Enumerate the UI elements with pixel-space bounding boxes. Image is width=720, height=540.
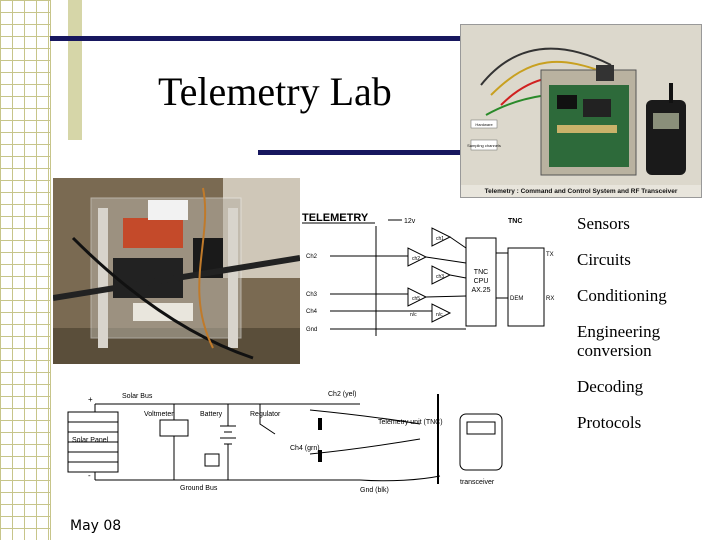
power-bus-schematic-art: Solar Bus Ground Bus Voltmeter Battery R… [67, 391, 503, 494]
topic-circuits: Circuits [577, 250, 631, 269]
label-gnd: Gnd (blk) [360, 487, 389, 494]
label-voltmeter: Voltmeter [144, 411, 174, 418]
grid-edge-line [50, 0, 51, 540]
telemetry-schematic-art: TELEMETRY 12v TNC TNC CPU AX.25 TX RX DE… [302, 212, 554, 336]
photo-label-hardware: Hardware [475, 122, 493, 127]
channel-ch3: Ch3 [306, 292, 318, 298]
transceiver-photo-art: Hardware Sampling channels [461, 25, 701, 185]
slide-footer-date: May 08 [70, 518, 122, 534]
tnc-box-line2: CPU [474, 278, 489, 285]
topic-protocols: Protocols [577, 413, 642, 432]
power-bus-schematic: Solar Bus Ground Bus Voltmeter Battery R… [60, 384, 520, 494]
channel-gnd: Gnd [306, 327, 317, 333]
amp-label-1: ch1 [436, 236, 444, 242]
label-ground-bus: Ground Bus [180, 485, 218, 492]
title-rule-top [50, 36, 470, 41]
telemetry-schematic: TELEMETRY 12v TNC TNC CPU AX.25 TX RX DE… [300, 208, 562, 340]
amp-label-6: n/c [436, 312, 443, 318]
label-plus: + [88, 395, 93, 404]
topic-engineering-conversion: Engineering conversion [577, 322, 661, 360]
label-transceiver: transceiver [460, 479, 495, 486]
amp-label-2: ch2 [412, 256, 420, 262]
hardware-stack-photo [53, 178, 300, 364]
tnc-box-line3: AX.25 [471, 287, 490, 294]
transceiver-photo: Hardware Sampling channels Telemetry : C… [460, 24, 702, 198]
olive-accent-bar [68, 0, 82, 140]
topic-decoding: Decoding [577, 377, 644, 396]
decorative-grid [0, 0, 50, 540]
hardware-stack-art [53, 178, 300, 364]
schematic-tnc-label: TNC [508, 218, 522, 225]
port-tx: TX [546, 252, 554, 258]
schematic-voltage: 12v [404, 218, 416, 225]
label-ch2: Ch2 (yel) [328, 391, 356, 398]
amp-label-5: n/c [410, 312, 417, 318]
topic-conditioning: Conditioning [577, 286, 667, 305]
amp-label-4: ch5 [412, 296, 420, 302]
port-rx: RX [546, 296, 554, 302]
photo-label-channels: Sampling channels [467, 143, 501, 148]
label-battery: Battery [200, 411, 223, 418]
tnc-box-line1: TNC [474, 269, 488, 276]
label-regulator: Regulator [250, 411, 281, 418]
slide-title: Telemetry Lab [158, 69, 392, 114]
channel-ch4: Ch4 [306, 309, 318, 315]
schematic-heading: TELEMETRY [302, 212, 369, 224]
label-solar-bus: Solar Bus [122, 393, 153, 400]
label-solar-panel: Solar Panel [72, 437, 109, 444]
port-dem: DEM [510, 296, 523, 302]
photo-caption: Telemetry : Command and Control System a… [484, 188, 678, 195]
topic-list: Sensors Circuits Conditioning Engineerin… [577, 214, 717, 449]
label-minus: - [88, 471, 91, 480]
label-ch4: Ch4 (grn) [290, 445, 320, 452]
topic-sensors: Sensors [577, 214, 630, 233]
amp-label-3: ch3 [436, 274, 444, 280]
channel-ch2: Ch2 [306, 254, 318, 260]
title-rule-bottom [258, 150, 468, 155]
label-telemetry-unit: Telemetry unit (TNC) [378, 419, 443, 426]
